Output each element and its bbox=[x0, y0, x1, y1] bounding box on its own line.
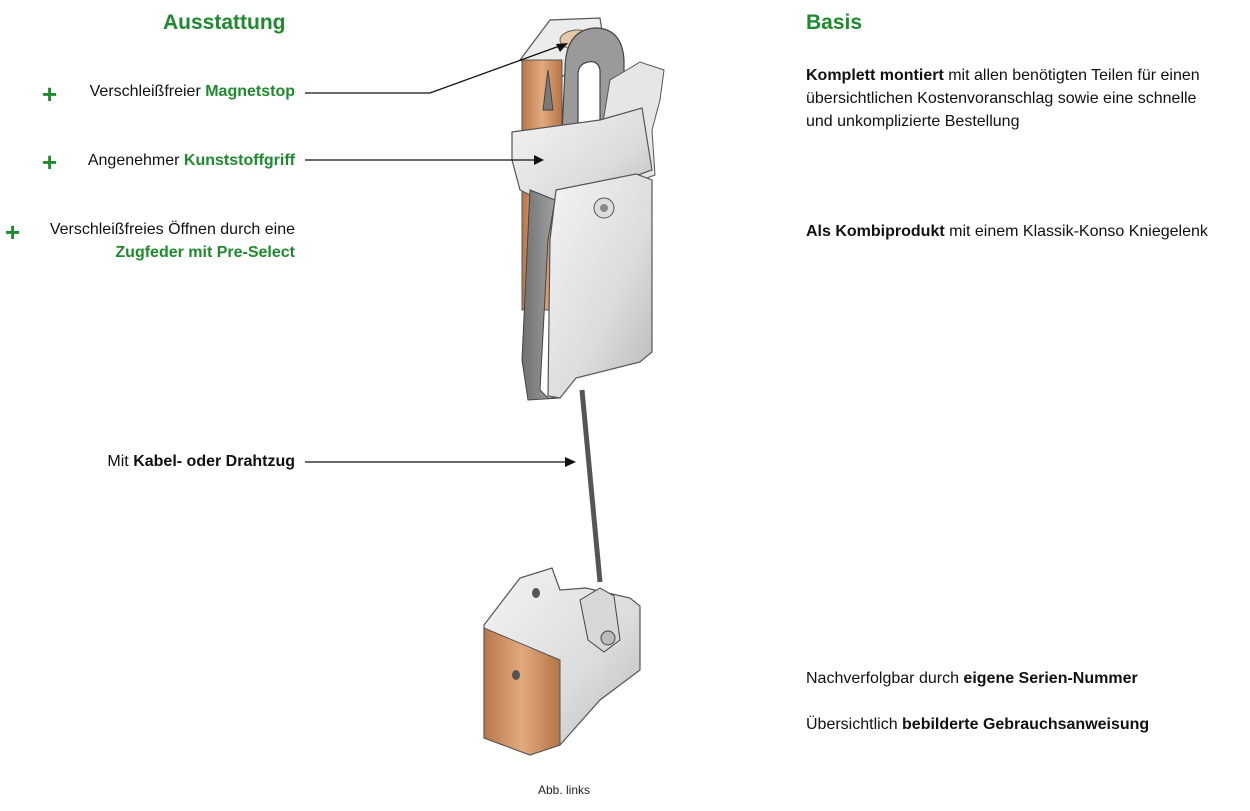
basis-highlight: Komplett montiert bbox=[806, 67, 944, 84]
feature-zugfeder: Verschleißfreies Öffnen durch eine Zugfe… bbox=[50, 218, 295, 264]
feature-highlight: Zugfeder mit Pre-Select bbox=[115, 244, 295, 261]
feature-highlight: Kabel- oder Drahtzug bbox=[133, 453, 295, 470]
figure-caption: Abb. links bbox=[538, 783, 591, 797]
basis-text: und unkomplizierte Bestellung bbox=[806, 113, 1020, 130]
basis-text: übersichtlichen Kostenvoranschlag sowie … bbox=[806, 90, 1197, 107]
basis-text: mit einem Klassik-Konso Kniegelenk bbox=[944, 223, 1208, 240]
feature-highlight: Kunststoffgriff bbox=[183, 152, 295, 169]
feature-text: Angenehmer bbox=[87, 152, 184, 169]
feature-kabelzug: Mit Kabel- oder Drahtzug bbox=[107, 450, 295, 473]
feature-text: Verschleißfreies Öffnen durch eine bbox=[49, 221, 295, 238]
plus-icon: + bbox=[42, 147, 58, 177]
lower-bracket bbox=[483, 567, 641, 756]
basis-text: Übersichtlich bbox=[806, 716, 903, 733]
feature-highlight: Magnetstop bbox=[205, 83, 295, 100]
feature-kunststoffgriff: Angenehmer Kunststoffgriff bbox=[88, 149, 295, 172]
basis-highlight: eigene Serien-Nummer bbox=[963, 670, 1138, 687]
basis-montiert: Komplett montiert mit allen benötigten T… bbox=[806, 64, 1200, 133]
leader-lines bbox=[305, 43, 568, 463]
basis-heading: Basis bbox=[806, 11, 863, 34]
basis-text: Nachverfolgbar durch bbox=[806, 670, 964, 687]
feature-text: Verschleißfreier bbox=[89, 83, 206, 100]
upper-lock-part bbox=[511, 17, 665, 401]
basis-seriennummer: Nachverfolgbar durch eigene Serien-Numme… bbox=[806, 667, 1138, 690]
plus-icon: + bbox=[42, 79, 58, 109]
basis-highlight: Als Kombiprodukt bbox=[806, 223, 945, 240]
basis-highlight: bebilderte Gebrauchsanweisung bbox=[902, 716, 1150, 733]
plus-icon: + bbox=[5, 217, 21, 247]
feature-magnetstop: Verschleißfreier Magnetstop bbox=[90, 80, 295, 103]
feature-text: Mit bbox=[107, 453, 134, 470]
basis-gebrauchsanweisung: Übersichtlich bebilderte Gebrauchsanweis… bbox=[806, 713, 1149, 736]
arrowheads bbox=[534, 43, 576, 467]
basis-kombiprodukt: Als Kombiprodukt mit einem Klassik-Konso… bbox=[806, 220, 1208, 243]
basis-text: mit allen benötigten Teilen für einen bbox=[943, 67, 1200, 84]
cable-line bbox=[579, 389, 603, 583]
features-heading: Ausstattung bbox=[163, 11, 286, 34]
